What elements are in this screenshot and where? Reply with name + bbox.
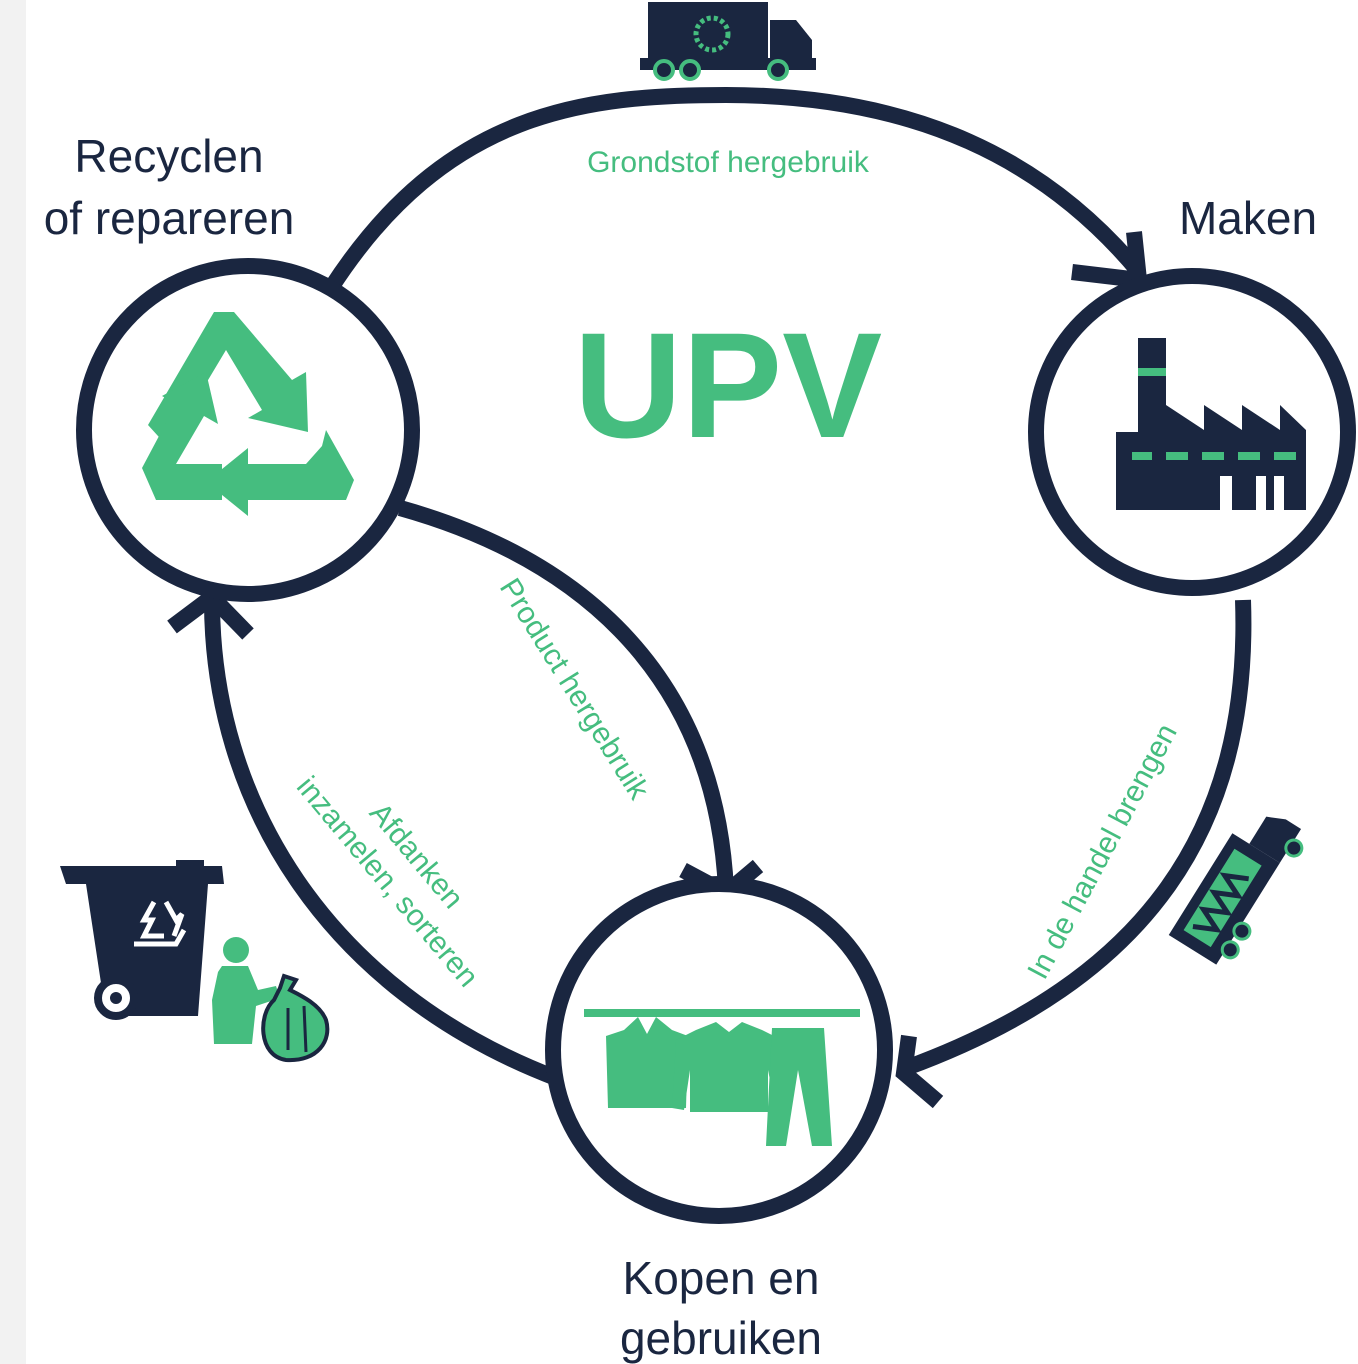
label-recycle-line2: of repareren [44, 192, 295, 244]
recycle-icon [142, 312, 354, 516]
flow-label-product-reuse: Product hergebruik [493, 573, 656, 806]
arc-discard [203, 597, 559, 1086]
recycle-bin-icon [60, 860, 224, 1020]
center-title: UPV [574, 301, 882, 469]
person-with-bag-icon [212, 937, 330, 1063]
flow-label-bring-to-market: In de handel brengen [1021, 719, 1183, 985]
node-recycle-circle [76, 258, 420, 602]
flow-label-raw-material-reuse: Grondstof hergebruik [587, 146, 870, 179]
label-recycle-line1: Recyclen [74, 130, 263, 182]
factory-icon [1116, 338, 1306, 510]
arc-product-reuse [397, 500, 734, 891]
arc-raw-material-reuse [324, 86, 1146, 293]
label-buy-line2: gebruiken [620, 1312, 822, 1364]
arrowhead-kopen-right [895, 1034, 944, 1109]
circular-economy-diagram: UPV Recyclen of repareren Maken Kopen en… [26, 0, 1358, 1364]
label-make: Maken [1179, 192, 1317, 244]
diagram-svg: UPV Recyclen of repareren Maken Kopen en… [44, 2, 1356, 1364]
clothes-rack-icon [584, 1009, 860, 1146]
garbage-truck-icon [1168, 816, 1304, 965]
arc-bring-to-market [903, 599, 1252, 1076]
label-buy-line1: Kopen en [623, 1252, 820, 1304]
truck-icon [640, 2, 816, 81]
